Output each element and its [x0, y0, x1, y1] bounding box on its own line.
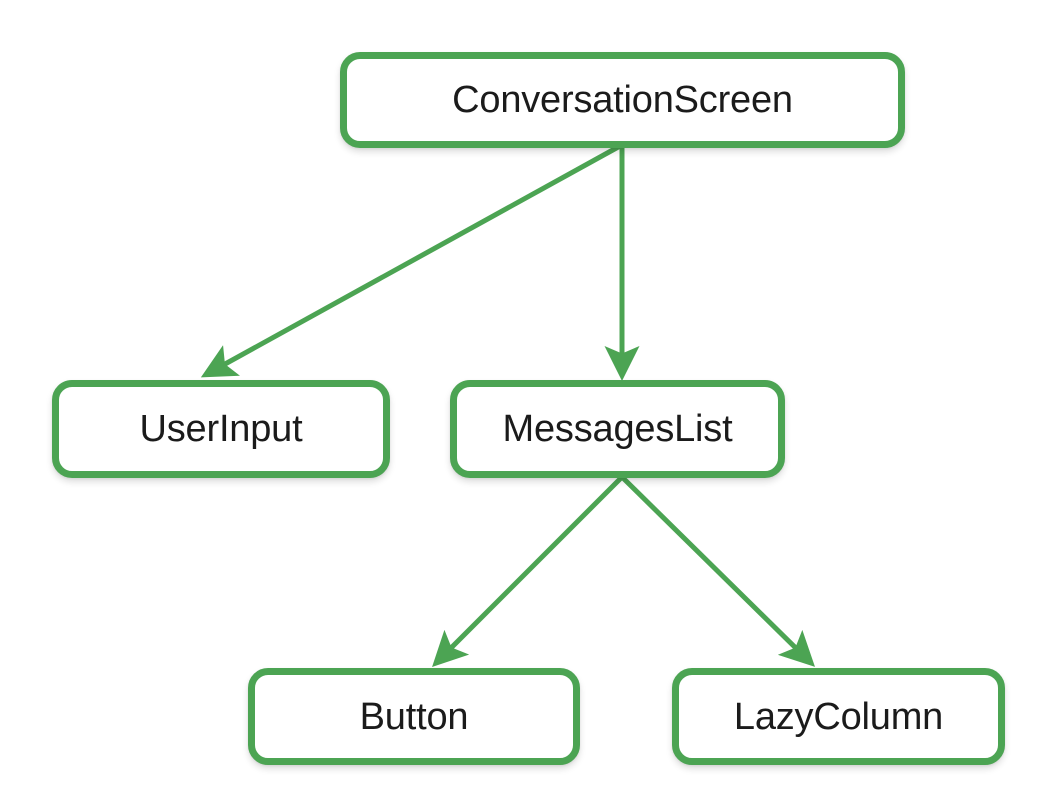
- node-label-button: Button: [359, 695, 469, 738]
- node-lazycolumn[interactable]: LazyColumn: [672, 668, 1005, 765]
- node-label-lazycolumn: LazyColumn: [733, 695, 944, 738]
- edge-conversationscreen-userinput: [200, 143, 622, 378]
- node-label-messageslist: MessagesList: [502, 408, 733, 450]
- node-userinput[interactable]: UserInput: [52, 380, 390, 478]
- edge-messageslist-lazycolumn: [620, 475, 815, 667]
- node-button[interactable]: Button: [248, 668, 580, 765]
- node-conversationscreen[interactable]: ConversationScreen: [340, 52, 905, 148]
- edge-messageslist-button: [432, 475, 624, 667]
- node-label-conversationscreen: ConversationScreen: [452, 79, 793, 121]
- node-label-userinput: UserInput: [139, 408, 303, 450]
- node-messageslist[interactable]: MessagesList: [450, 380, 785, 478]
